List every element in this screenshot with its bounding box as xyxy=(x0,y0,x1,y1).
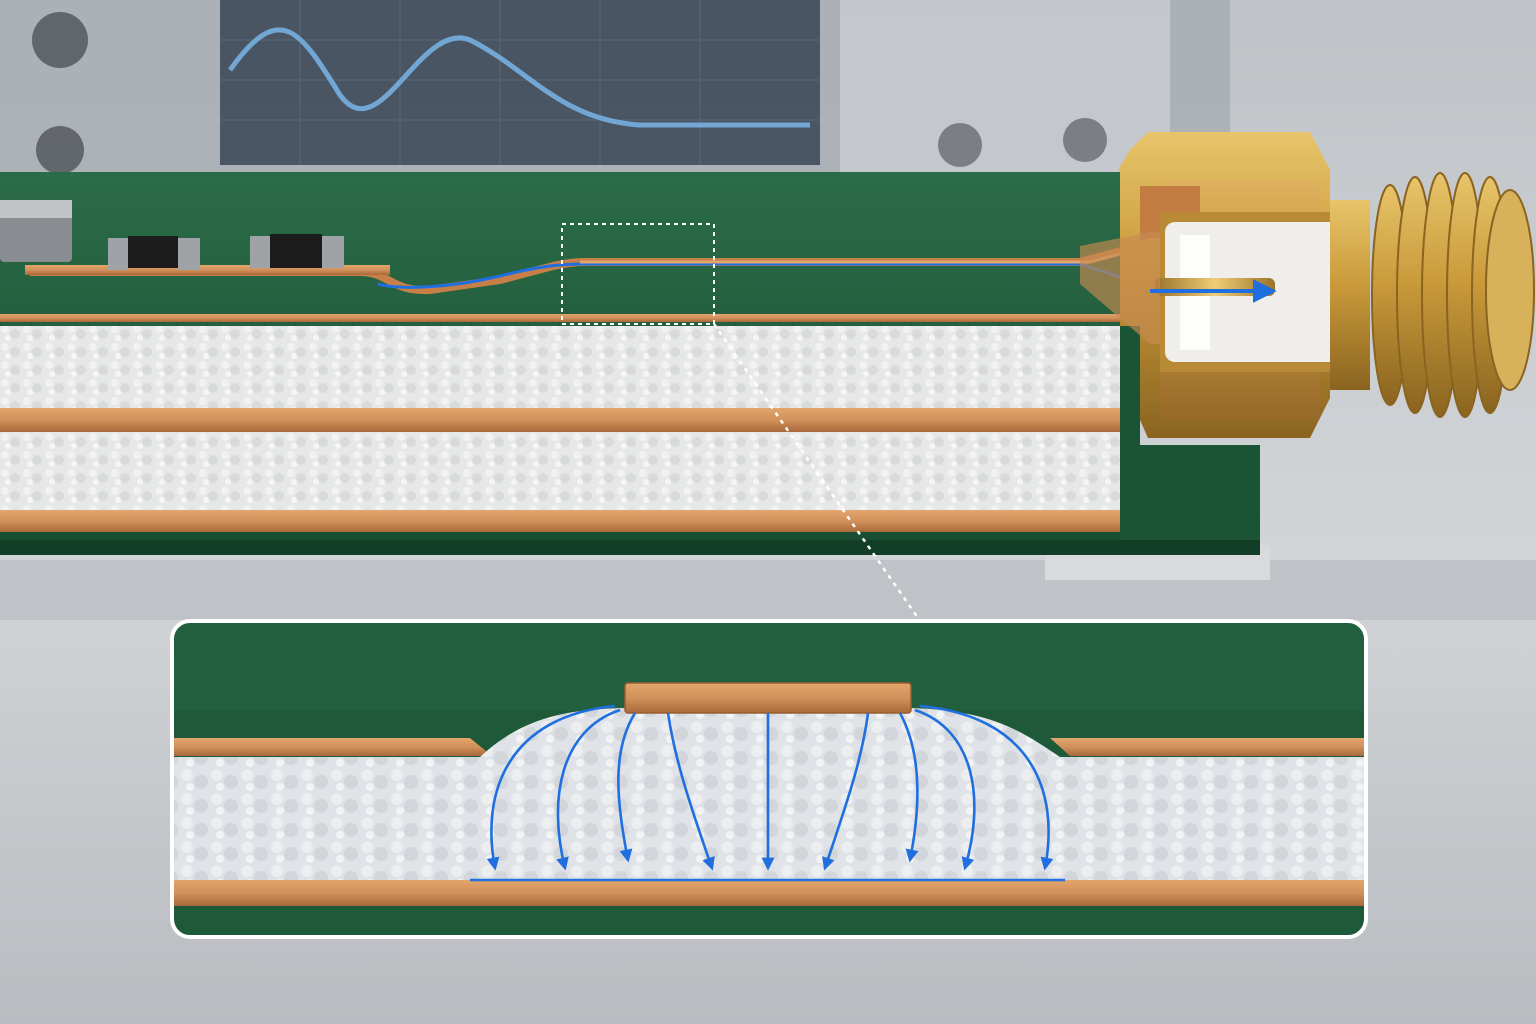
top-ground-plane xyxy=(0,314,1130,322)
bottom-copper-plane xyxy=(0,510,1125,532)
waveform-trace xyxy=(227,27,810,128)
inset-top-ground-right xyxy=(1050,738,1366,756)
inner-copper-plane xyxy=(0,408,1125,432)
electric-field-lines xyxy=(486,704,1054,871)
zoom-region-marker xyxy=(561,223,715,325)
smd-components xyxy=(0,200,344,270)
zoom-leader-line xyxy=(712,323,920,619)
arrow-down-icon xyxy=(556,708,621,871)
arrow-down-icon xyxy=(919,704,1054,871)
center-pin xyxy=(1155,278,1275,296)
dielectric-layer-2 xyxy=(0,432,1120,512)
inset-frame xyxy=(170,619,1368,939)
rf-connector xyxy=(1080,132,1535,438)
signal-flow-line xyxy=(377,262,1161,292)
arrow-down-icon xyxy=(666,712,715,871)
inset-top-ground-left xyxy=(172,738,492,756)
arrow-down-icon xyxy=(486,704,616,871)
smd-resistor-1 xyxy=(0,200,72,262)
smd-capacitor-2 xyxy=(250,234,344,268)
arrow-down-icon xyxy=(914,708,976,871)
inset-detail-panel xyxy=(170,619,1368,939)
smd-capacitor-1 xyxy=(108,236,200,270)
arrow-down-icon xyxy=(822,712,870,871)
signal-trace xyxy=(30,236,1144,295)
dielectric-layer-1 xyxy=(0,326,1120,408)
oscilloscope-background xyxy=(0,0,1230,175)
inset-signal-conductor xyxy=(624,682,912,714)
pcb-cross-section xyxy=(0,172,1260,555)
arrow-down-icon xyxy=(898,712,919,863)
inset-bottom-ground xyxy=(172,880,1366,906)
arrow-down-icon xyxy=(617,712,637,863)
connector-threads xyxy=(1330,172,1535,418)
